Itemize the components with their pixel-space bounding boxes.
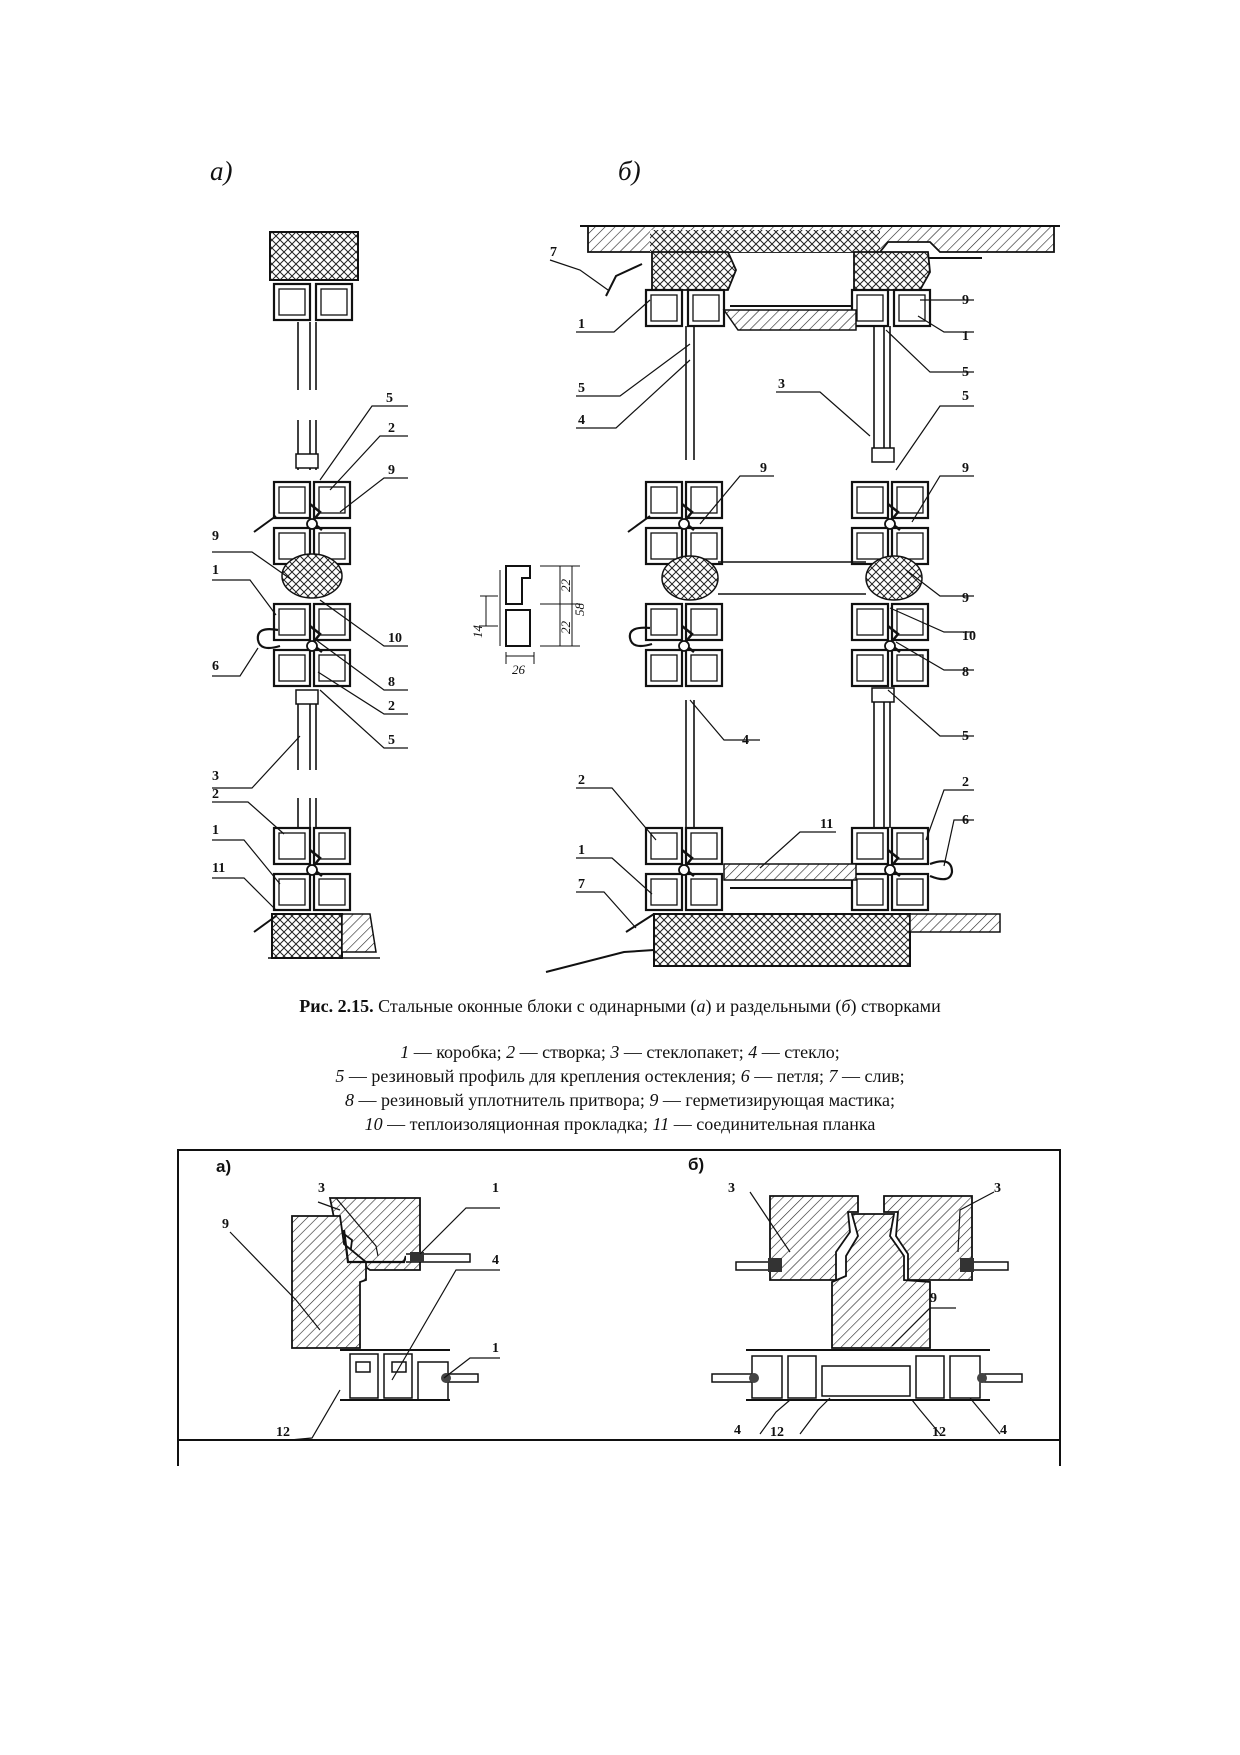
- callout-b-7b: 7: [578, 877, 585, 892]
- figure-caption: Рис. 2.15. Стальные оконные блоки с один…: [0, 996, 1240, 1017]
- legend-text: — петля;: [749, 1066, 829, 1086]
- legend-text: — коробка;: [409, 1042, 507, 1062]
- legend-line-1: 1 — коробка; 2 — створка; 3 — стеклопаке…: [0, 1040, 1240, 1064]
- figure-2: а) б) 3 1 9: [177, 1149, 1061, 1466]
- legend-text: — резиновый профиль для крепления остекл…: [344, 1066, 741, 1086]
- callout-a-10: 10: [388, 631, 402, 646]
- callout-a-3: 3: [212, 769, 219, 784]
- legend-num: 3: [610, 1042, 620, 1062]
- figure-1b: 7 1 9 1 5 5 4 3 5 9 9 9 10 8 5 4 2 11 2 …: [545, 225, 1060, 973]
- legend-num: 6: [740, 1066, 750, 1086]
- legend-num: 5: [335, 1066, 345, 1086]
- fig2a-callout-1a: 1: [492, 1181, 499, 1196]
- dim-58: 58: [572, 603, 587, 617]
- callout-a-6: 6: [212, 659, 219, 674]
- caption-prefix: Рис. 2.15.: [299, 996, 374, 1016]
- callout-b-10: 10: [962, 629, 976, 644]
- callout-a-11: 11: [212, 861, 225, 876]
- callout-b-2b: 2: [962, 775, 969, 790]
- legend-line-4: 10 — теплоизоляционная прокладка; 11 — с…: [0, 1112, 1240, 1136]
- legend-text: — створка;: [515, 1042, 611, 1062]
- callout-b-8: 8: [962, 665, 969, 680]
- callout-b-4b: 4: [742, 733, 749, 748]
- callout-a-8: 8: [388, 675, 395, 690]
- figure-b-label: б): [618, 156, 641, 186]
- dim-22-top: 22: [558, 579, 573, 593]
- fig2b-callout-4b: 4: [1000, 1423, 1007, 1438]
- callout-a-5a: 5: [386, 391, 393, 406]
- fig2b-callout-9: 9: [930, 1291, 937, 1306]
- caption-text: Стальные оконные блоки с одинарными (: [373, 996, 697, 1016]
- legend-text: — герметизирующая мастика;: [658, 1090, 895, 1110]
- callout-b-1a: 1: [578, 317, 585, 332]
- legend-text: — стеклопакет;: [619, 1042, 749, 1062]
- callout-b-1b: 1: [962, 329, 969, 344]
- fig2a-callout-3: 3: [318, 1181, 325, 1196]
- dim-14: 14: [470, 625, 485, 639]
- caption-b: б: [841, 996, 851, 1016]
- callout-a-2a: 2: [388, 421, 395, 436]
- legend-text: — теплоизоляционная прокладка;: [382, 1114, 653, 1134]
- callout-a-2c: 2: [212, 787, 219, 802]
- caption-end: ) створками: [850, 996, 941, 1016]
- fig2a-callout-9: 9: [222, 1217, 229, 1232]
- callout-a-1a: 1: [212, 563, 219, 578]
- callout-b-9c: 9: [962, 461, 969, 476]
- fig2b-callout-3a: 3: [728, 1181, 735, 1196]
- callout-b-3: 3: [778, 377, 785, 392]
- callout-b-11: 11: [820, 817, 833, 832]
- callout-b-2a: 2: [578, 773, 585, 788]
- legend-num: 9: [649, 1090, 659, 1110]
- legend-num: 1: [400, 1042, 410, 1062]
- legend-text: — слив;: [837, 1066, 905, 1086]
- callout-a-2b: 2: [388, 699, 395, 714]
- fig2b-callout-12b: 12: [932, 1425, 946, 1440]
- legend-num: 8: [345, 1090, 355, 1110]
- callout-b-6: 6: [962, 813, 969, 828]
- callout-b-7a: 7: [550, 245, 557, 260]
- legend-text: — резиновый уплотнитель притвора;: [354, 1090, 650, 1110]
- fig2a-callout-4: 4: [492, 1253, 499, 1268]
- callout-a-9a: 9: [388, 463, 395, 478]
- figure-a-label: а): [210, 156, 233, 186]
- legend-line-3: 8 — резиновый уплотнитель притвора; 9 — …: [0, 1088, 1240, 1112]
- legend-num: 10: [364, 1114, 383, 1134]
- fig2-label-b: б): [688, 1155, 704, 1174]
- legend-num: 4: [748, 1042, 758, 1062]
- caption-a: а: [696, 996, 706, 1016]
- fig2a-callout-12: 12: [276, 1425, 290, 1440]
- legend-line-2: 5 — резиновый профиль для крепления осте…: [0, 1064, 1240, 1088]
- profile-section: 14 22 22 58 26: [470, 565, 587, 677]
- callout-b-4a: 4: [578, 413, 585, 428]
- fig2b-callout-12a: 12: [770, 1425, 784, 1440]
- legend-num: 2: [506, 1042, 516, 1062]
- callout-b-9b: 9: [760, 461, 767, 476]
- legend-text: — стекло;: [757, 1042, 840, 1062]
- callout-b-9a: 9: [962, 293, 969, 308]
- figure-legend: 1 — коробка; 2 — створка; 3 — стеклопаке…: [0, 1040, 1240, 1136]
- dim-22-bottom: 22: [558, 621, 573, 635]
- legend-num: 7: [828, 1066, 838, 1086]
- callout-b-9d: 9: [962, 591, 969, 606]
- callout-b-5c: 5: [962, 389, 969, 404]
- callout-a-5b: 5: [388, 733, 395, 748]
- fig2b-callout-3b: 3: [994, 1181, 1001, 1196]
- fig2-label-a: а): [216, 1157, 231, 1176]
- caption-mid: ) и раздельными (: [705, 996, 842, 1016]
- callout-a-1b: 1: [212, 823, 219, 838]
- callout-b-1c: 1: [578, 843, 585, 858]
- fig2a-callout-1b: 1: [492, 1341, 499, 1356]
- callout-a-9b: 9: [212, 529, 219, 544]
- legend-text: — соединительная планка: [669, 1114, 876, 1134]
- callout-b-5b: 5: [578, 381, 585, 396]
- fig2b-callout-4a: 4: [734, 1423, 741, 1438]
- callout-b-5d: 5: [962, 729, 969, 744]
- dim-26: 26: [512, 662, 526, 677]
- figure-1a: 5 2 9 9 1 10 6 8 2 5 3 2 1 11: [212, 231, 408, 959]
- callout-b-5a: 5: [962, 365, 969, 380]
- legend-num: 11: [652, 1114, 670, 1134]
